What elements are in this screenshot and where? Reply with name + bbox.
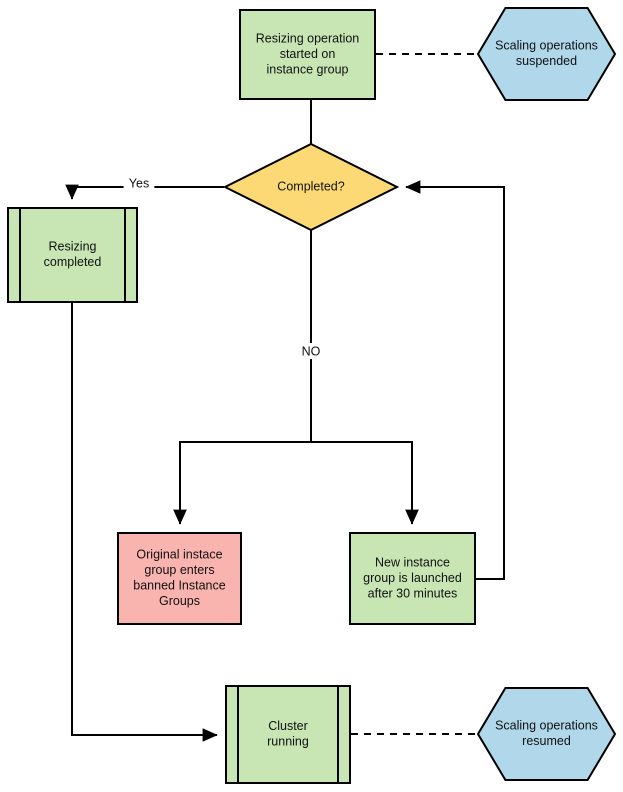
node-body-resizing-completed [7, 207, 138, 303]
edge-label-decision-yes: Yes [129, 176, 149, 190]
node-body-resizing-started [239, 9, 376, 100]
edge-new-group-back-to-decision [405, 180, 505, 580]
node-label-completed-decision-line-0: Completed? [277, 179, 344, 193]
node-label-resizing-started-line-0: Resizing operation [256, 31, 360, 45]
edge-fork-to-new-group [311, 441, 419, 525]
node-body-scaling-resumed [476, 687, 617, 781]
node-label-cluster-running-line-1: running [267, 735, 309, 749]
node-label-scaling-resumed-line-0: Scaling operations [495, 719, 598, 733]
node-label-original-group-banned-line-2: banned Instance [133, 579, 225, 593]
node-label-new-group-launched-line-2: after 30 minutes [368, 586, 458, 600]
node-label-scaling-suspended-line-1: suspended [516, 54, 577, 68]
edge-fork-to-banned [173, 441, 311, 525]
node-label-resizing-completed-line-1: completed [44, 255, 102, 269]
node-label-new-group-launched-line-1: group is launched [363, 571, 462, 585]
edge-resizing-completed-to-cluster [71, 303, 218, 742]
node-body-completed-decision [222, 142, 400, 232]
node-label-original-group-banned-line-3: Groups [159, 594, 200, 608]
node-label-resizing-started-line-2: instance group [266, 62, 348, 76]
node-body-original-group-banned [117, 532, 242, 625]
node-label-cluster-running-line-0: Cluster [268, 719, 308, 733]
node-body-scaling-suspended [476, 7, 617, 101]
node-body-new-group-launched [349, 532, 476, 625]
edge-decision-yes [65, 184, 224, 200]
node-label-new-group-launched-line-0: New instance [375, 555, 450, 569]
edge-label-decision-no: NO [302, 344, 321, 358]
node-label-resizing-started-line-1: started on [280, 47, 336, 61]
node-cluster-running[interactable]: Cluster running [225, 685, 351, 784]
edges-layer [65, 53, 505, 742]
node-completed-decision[interactable]: Completed? [222, 142, 400, 232]
node-body-cluster-running [225, 685, 351, 784]
edge-label-backdrop-decision-yes [123, 175, 155, 191]
node-label-original-group-banned-line-1: group enters [144, 563, 214, 577]
node-label-scaling-resumed-line-1: resumed [522, 734, 571, 748]
node-label-scaling-suspended-line-0: Scaling operations [495, 39, 598, 53]
node-label-resizing-completed-line-0: Resizing [49, 240, 97, 254]
node-label-original-group-banned-line-0: Original instace [136, 548, 222, 562]
edge-label-backdrop-decision-no [299, 343, 323, 359]
